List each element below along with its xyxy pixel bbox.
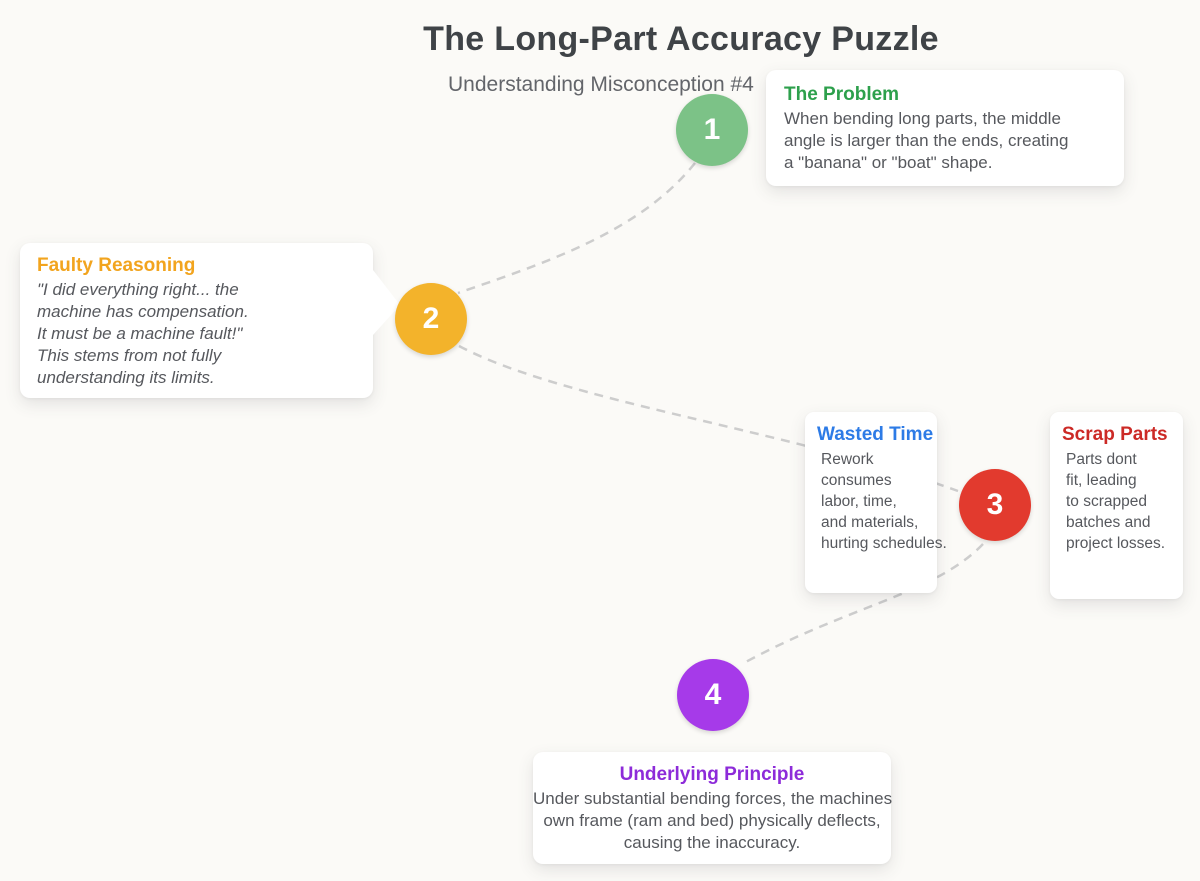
page-subtitle: Understanding Misconception #4 (448, 73, 754, 96)
card-scrap-parts-body: Parts dont fit, leading to scrapped batc… (1066, 451, 1166, 552)
step-circle-3: 3 (959, 469, 1031, 541)
card-underlying-principle-title: Underlying Principle (619, 764, 805, 785)
card-underlying-principle-body: Under substantial bending forces, the ma… (533, 789, 893, 852)
step-circle-2: 2 (395, 283, 467, 355)
step-number-3: 3 (986, 488, 1004, 521)
card-the-problem-body: When bending long parts, the middle angl… (784, 109, 1069, 172)
page-title: The Long-Part Accuracy Puzzle (423, 20, 939, 58)
card-faulty-reasoning: Faulty Reasoning "I did everything right… (20, 243, 400, 398)
card-scrap-parts: Scrap Parts Parts dont fit, leading to s… (1050, 412, 1183, 599)
card-underlying-principle: Underlying Principle Under substantial b… (533, 752, 893, 864)
card-scrap-parts-title: Scrap Parts (1062, 424, 1168, 445)
card-faulty-reasoning-title: Faulty Reasoning (37, 255, 196, 276)
step-number-4: 4 (704, 678, 722, 711)
card-wasted-time-body: Rework consumes labor, time, and materia… (821, 451, 947, 552)
step-circle-4: 4 (677, 659, 749, 731)
card-wasted-time: Wasted Time Rework consumes labor, time,… (805, 412, 947, 593)
step-circle-1: 1 (676, 94, 748, 166)
connector-step1-step2 (457, 162, 696, 295)
step-number-1: 1 (703, 113, 721, 146)
card-wasted-time-title: Wasted Time (817, 424, 934, 445)
card-the-problem: The Problem When bending long parts, the… (766, 70, 1124, 186)
card-the-problem-title: The Problem (784, 84, 900, 105)
card-faulty-reasoning-body: "I did everything right... the machine h… (37, 280, 249, 387)
step-number-2: 2 (422, 302, 440, 335)
